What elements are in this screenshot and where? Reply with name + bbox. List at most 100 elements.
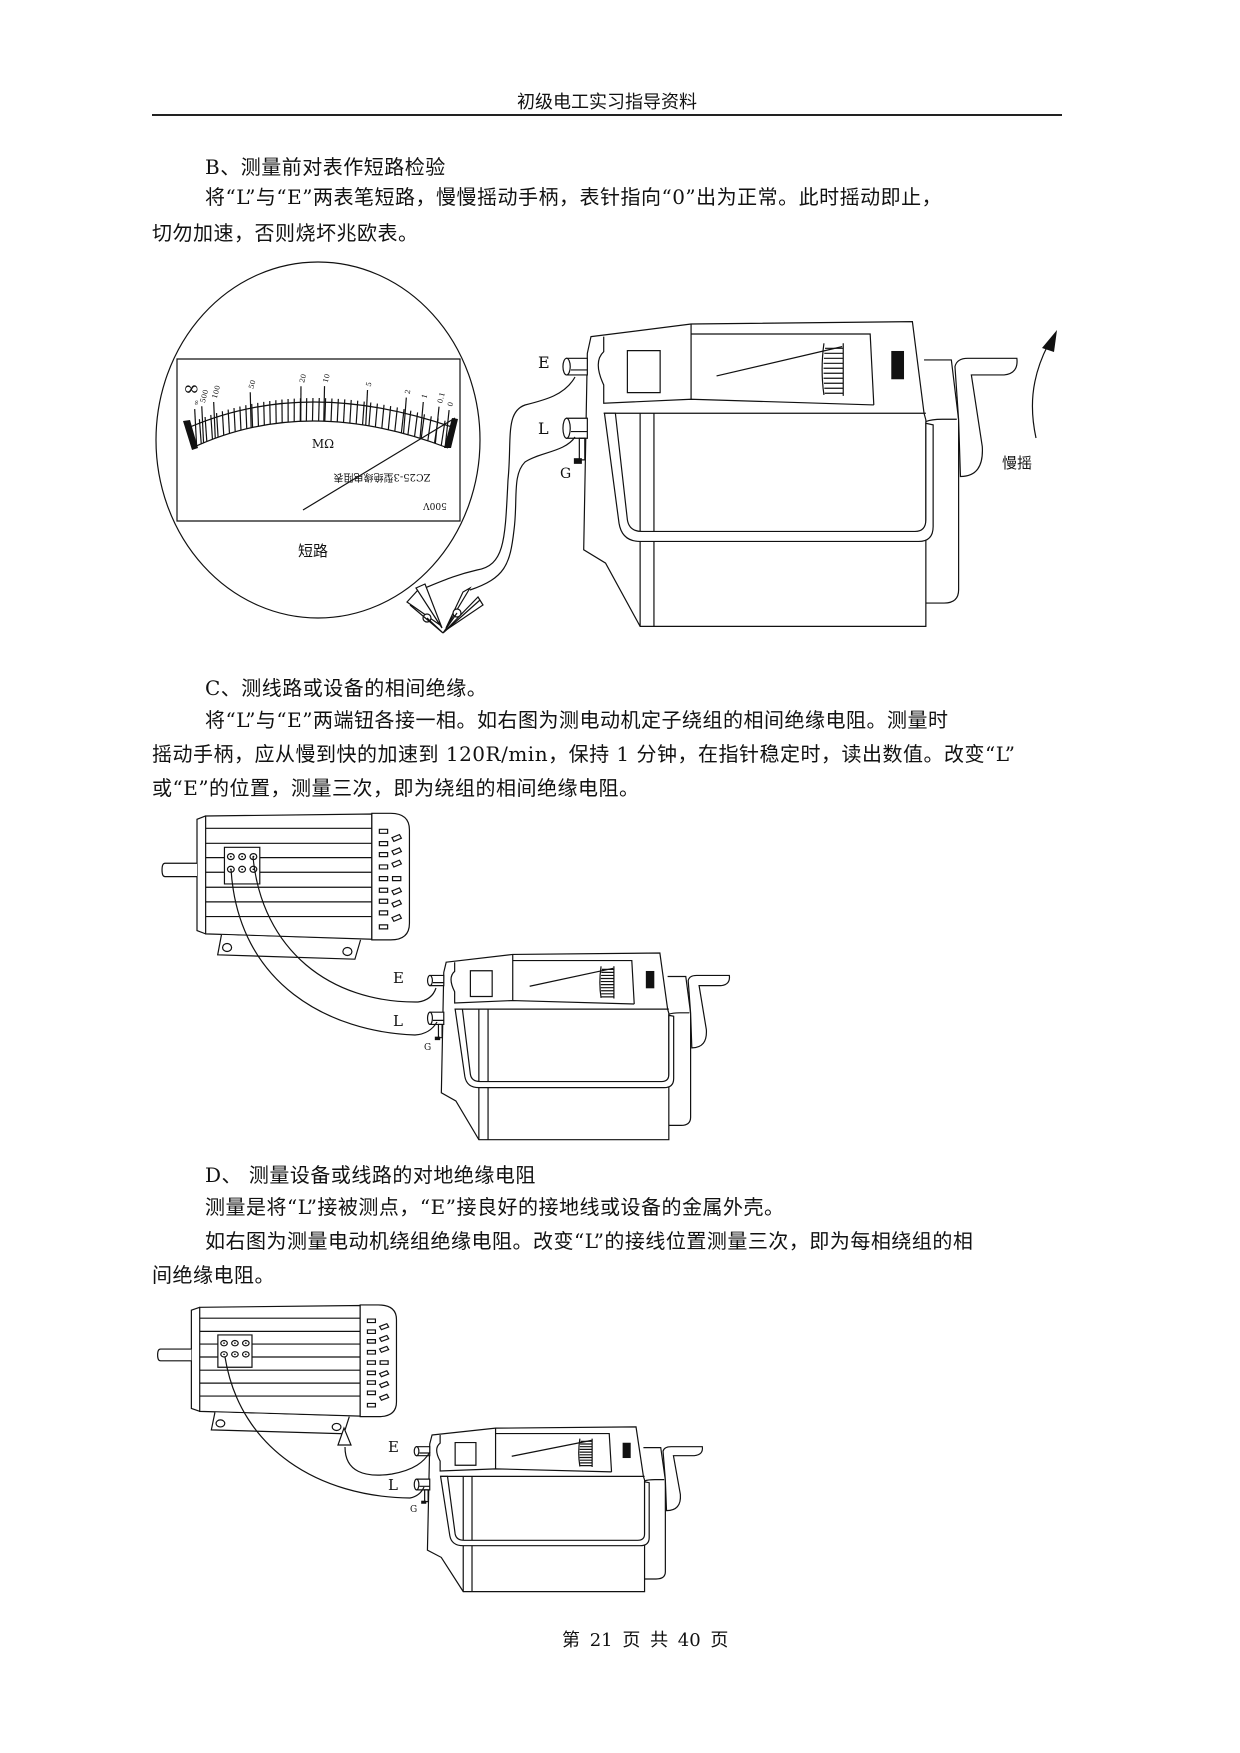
scale-major-tick bbox=[404, 398, 407, 434]
electric-motor bbox=[161, 813, 410, 960]
scale-tick bbox=[252, 404, 253, 427]
figure-3-ground-insulation: E L G bbox=[157, 1304, 703, 1592]
scale-tick bbox=[228, 410, 229, 434]
scale-tick bbox=[421, 414, 424, 438]
ground-clip bbox=[338, 1428, 351, 1445]
scale-tick bbox=[234, 408, 235, 432]
unit-label: MΩ bbox=[312, 437, 334, 451]
scale-tick bbox=[319, 398, 320, 421]
scale-tick bbox=[408, 411, 411, 435]
scale-major-tick bbox=[366, 390, 368, 425]
scale-label: 5 bbox=[365, 381, 374, 387]
terminal-e-label: E bbox=[393, 969, 404, 987]
scale-tick bbox=[401, 409, 404, 433]
scale-label: 10 bbox=[322, 373, 332, 384]
scale-major-tick bbox=[250, 392, 251, 428]
section-d-heading: D、 测量设备或线路的对地绝缘电阻 bbox=[205, 1163, 536, 1187]
terminal-l-label: L bbox=[538, 419, 549, 438]
terminal-g-label: G bbox=[410, 1505, 417, 1515]
page-footer: 第 21 页 共 40 页 bbox=[562, 1630, 729, 1651]
section-b-heading: B、测量前对表作短路检验 bbox=[205, 155, 446, 179]
dial-face bbox=[177, 359, 460, 521]
infinity-symbol: ∞ bbox=[183, 376, 200, 400]
megohmmeter-device bbox=[427, 952, 730, 1140]
scale-tick bbox=[415, 412, 418, 436]
terminal-l-label: L bbox=[393, 1012, 403, 1030]
electric-motor bbox=[157, 1304, 397, 1434]
scale-tick bbox=[428, 416, 431, 440]
scale-tick bbox=[258, 403, 259, 426]
slow-crank-label: 慢摇 bbox=[1002, 454, 1032, 472]
scale-tick bbox=[246, 405, 247, 429]
scale-major-tick bbox=[195, 409, 197, 446]
terminal-e-label: E bbox=[538, 353, 550, 372]
lead-l-to-phase bbox=[231, 869, 437, 1035]
scale-tick bbox=[264, 402, 265, 425]
model-label: ZC25-3型绝缘电阻表 bbox=[333, 471, 430, 484]
scale-tick bbox=[240, 407, 241, 431]
section-d-line-3: 间绝缘电阻。 bbox=[152, 1263, 275, 1287]
scale-tick bbox=[211, 415, 213, 439]
scale-end-bar-left bbox=[183, 420, 198, 450]
scale-tick bbox=[356, 401, 358, 424]
scale-end-bar-right bbox=[444, 418, 458, 448]
terminal-g-label: G bbox=[424, 1043, 431, 1053]
scale-label: 50 bbox=[247, 379, 257, 390]
scale-tick bbox=[217, 413, 219, 437]
scale-arc-lower bbox=[192, 421, 448, 448]
scale-tick bbox=[369, 402, 371, 425]
lead-l-to-winding bbox=[225, 1357, 424, 1498]
section-d-line-2: 如右图为测量电动机绕组绝缘电阻。改变“L”的接线位置测量三次，即为每相绕组的相 bbox=[205, 1229, 974, 1253]
voltage-label: 500V bbox=[423, 500, 447, 510]
scale-label: 2 bbox=[404, 389, 413, 395]
section-b-line-1: 将“L”与“E”两表笔短路，慢慢摇动手柄，表针指向“0”出为正常。此时摇动即止， bbox=[205, 185, 943, 209]
scale-major-tick bbox=[324, 386, 325, 421]
scale-tick bbox=[337, 399, 338, 422]
scale-tick bbox=[205, 417, 207, 442]
megohmmeter-device bbox=[414, 1426, 703, 1592]
scale-tick bbox=[350, 400, 351, 423]
scale-tick bbox=[375, 404, 377, 427]
scale-tick bbox=[395, 407, 398, 431]
scale-label: 0 bbox=[446, 401, 455, 407]
scale-major-tick bbox=[445, 410, 449, 447]
scale-label: ∞ bbox=[192, 399, 201, 407]
section-c-heading: C、测线路或设备的相间绝缘。 bbox=[205, 676, 488, 700]
scale-label: 500 bbox=[199, 389, 210, 404]
section-c-line-1: 将“L”与“E”两端钮各接一相。如右图为测电动机定子绕组的相间绝缘电阻。测量时 bbox=[205, 708, 949, 732]
scale-label: 20 bbox=[298, 373, 308, 384]
scale-label: 100 bbox=[211, 385, 222, 400]
scale-tick bbox=[331, 398, 332, 421]
rotation-arrow bbox=[1032, 345, 1048, 438]
short-circuit-caption: 短路 bbox=[298, 542, 328, 560]
terminal-g-label: G bbox=[560, 466, 571, 482]
scale-arc-upper bbox=[190, 402, 452, 427]
megohmmeter-device bbox=[562, 321, 1018, 627]
test-lead-l bbox=[470, 437, 575, 590]
scale-tick bbox=[222, 411, 223, 435]
shorted-probe-clips bbox=[407, 584, 483, 633]
scale-tick bbox=[325, 398, 326, 421]
scale-major-tick bbox=[420, 402, 423, 438]
scale-label: 1 bbox=[420, 393, 429, 399]
scale-tick bbox=[363, 402, 365, 425]
section-c-line-2: 摇动手柄，应从慢到快的加速到 120R/min，保持 1 分钟，在指针稳定时，读… bbox=[152, 742, 1016, 766]
section-d-line-1: 测量是将“L”接被测点，“E”接良好的接地线或设备的金属外壳。 bbox=[205, 1195, 785, 1219]
header-rule bbox=[152, 114, 1062, 116]
scale-major-tick bbox=[435, 407, 439, 444]
scale-tick bbox=[344, 399, 345, 422]
scale-major-tick bbox=[214, 402, 216, 438]
scale-major-tick bbox=[202, 406, 204, 443]
scale-tick bbox=[382, 405, 384, 429]
scale-tick bbox=[388, 406, 390, 430]
scale-ticks bbox=[195, 386, 449, 447]
test-lead-e bbox=[420, 377, 575, 590]
section-b-line-2: 切勿加速，否则烧坏兆欧表。 bbox=[152, 221, 419, 245]
section-c-line-3: 或“E”的位置，测量三次，即为绕组的相间绝缘电阻。 bbox=[152, 776, 640, 800]
scale-tick bbox=[199, 419, 201, 444]
scale-label: 0.1 bbox=[436, 391, 447, 404]
lead-e-to-phase bbox=[253, 857, 436, 1002]
dial-needle bbox=[303, 418, 455, 510]
